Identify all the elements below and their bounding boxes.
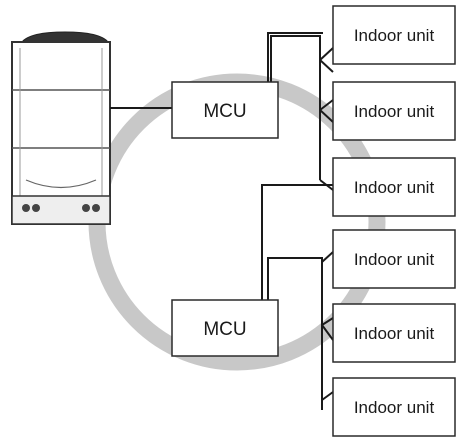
outdoor-unit-icon (11, 31, 111, 225)
indoor-unit-label-2: Indoor unit (354, 102, 435, 121)
mcu-box-2: MCU (171, 299, 279, 357)
indoor-unit-label-5: Indoor unit (354, 324, 435, 343)
mcu-box-1: MCU (171, 81, 279, 139)
mcu-label-2: MCU (203, 319, 246, 340)
mcu-label-1: MCU (203, 101, 246, 122)
indoor-unit-label-4: Indoor unit (354, 250, 435, 269)
indoor-unit-2: Indoor unit (332, 81, 456, 141)
pipe-lines (110, 32, 334, 410)
indoor-unit-label-3: Indoor unit (354, 178, 435, 197)
indoor-unit-3: Indoor unit (332, 157, 456, 217)
indoor-unit-4: Indoor unit (332, 229, 456, 289)
indoor-unit-1: Indoor unit (332, 5, 456, 65)
indoor-unit-label-6: Indoor unit (354, 398, 435, 417)
indoor-unit-label-1: Indoor unit (354, 26, 435, 45)
indoor-unit-6: Indoor unit (332, 377, 456, 437)
indoor-unit-5: Indoor unit (332, 303, 456, 363)
